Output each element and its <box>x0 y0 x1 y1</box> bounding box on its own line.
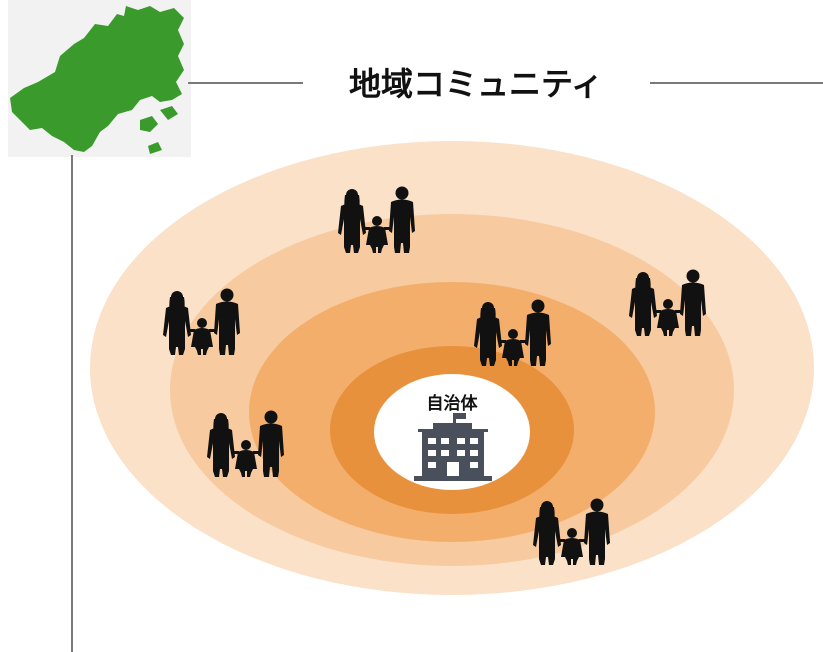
region-map-icon <box>8 0 191 157</box>
map-islet <box>148 142 162 154</box>
diagram-title: 地域コミュニティ <box>349 65 603 103</box>
map-landmass <box>10 6 184 152</box>
office-building-icon <box>414 413 492 481</box>
municipality-label: 自治体 <box>427 393 479 414</box>
map-islet <box>140 116 158 132</box>
map-islet <box>160 106 178 120</box>
